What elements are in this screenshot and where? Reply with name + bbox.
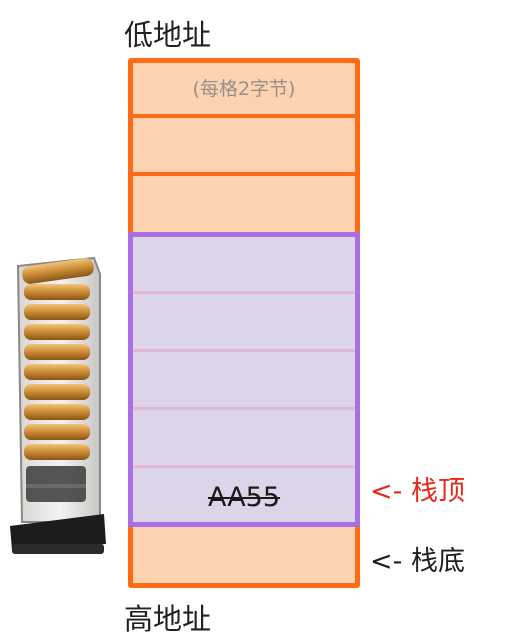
cell-size-note: (每格2字节) [192, 78, 296, 100]
stack-used-region [128, 232, 360, 527]
stack-top-value: AA55 [207, 482, 281, 513]
cell-divider [128, 172, 360, 176]
high-address-label: 高地址 [124, 602, 212, 636]
magazine-image [10, 256, 106, 554]
cell-divider [128, 114, 360, 118]
stack-top-pointer: <- 栈顶 [370, 476, 465, 507]
used-cell-divider [133, 465, 355, 468]
low-address-label: 低地址 [124, 18, 212, 52]
stack-bottom-pointer: <- 栈底 [370, 546, 465, 577]
used-cell-divider [133, 407, 355, 410]
used-cell-divider [133, 291, 355, 294]
used-cell-divider [133, 349, 355, 352]
